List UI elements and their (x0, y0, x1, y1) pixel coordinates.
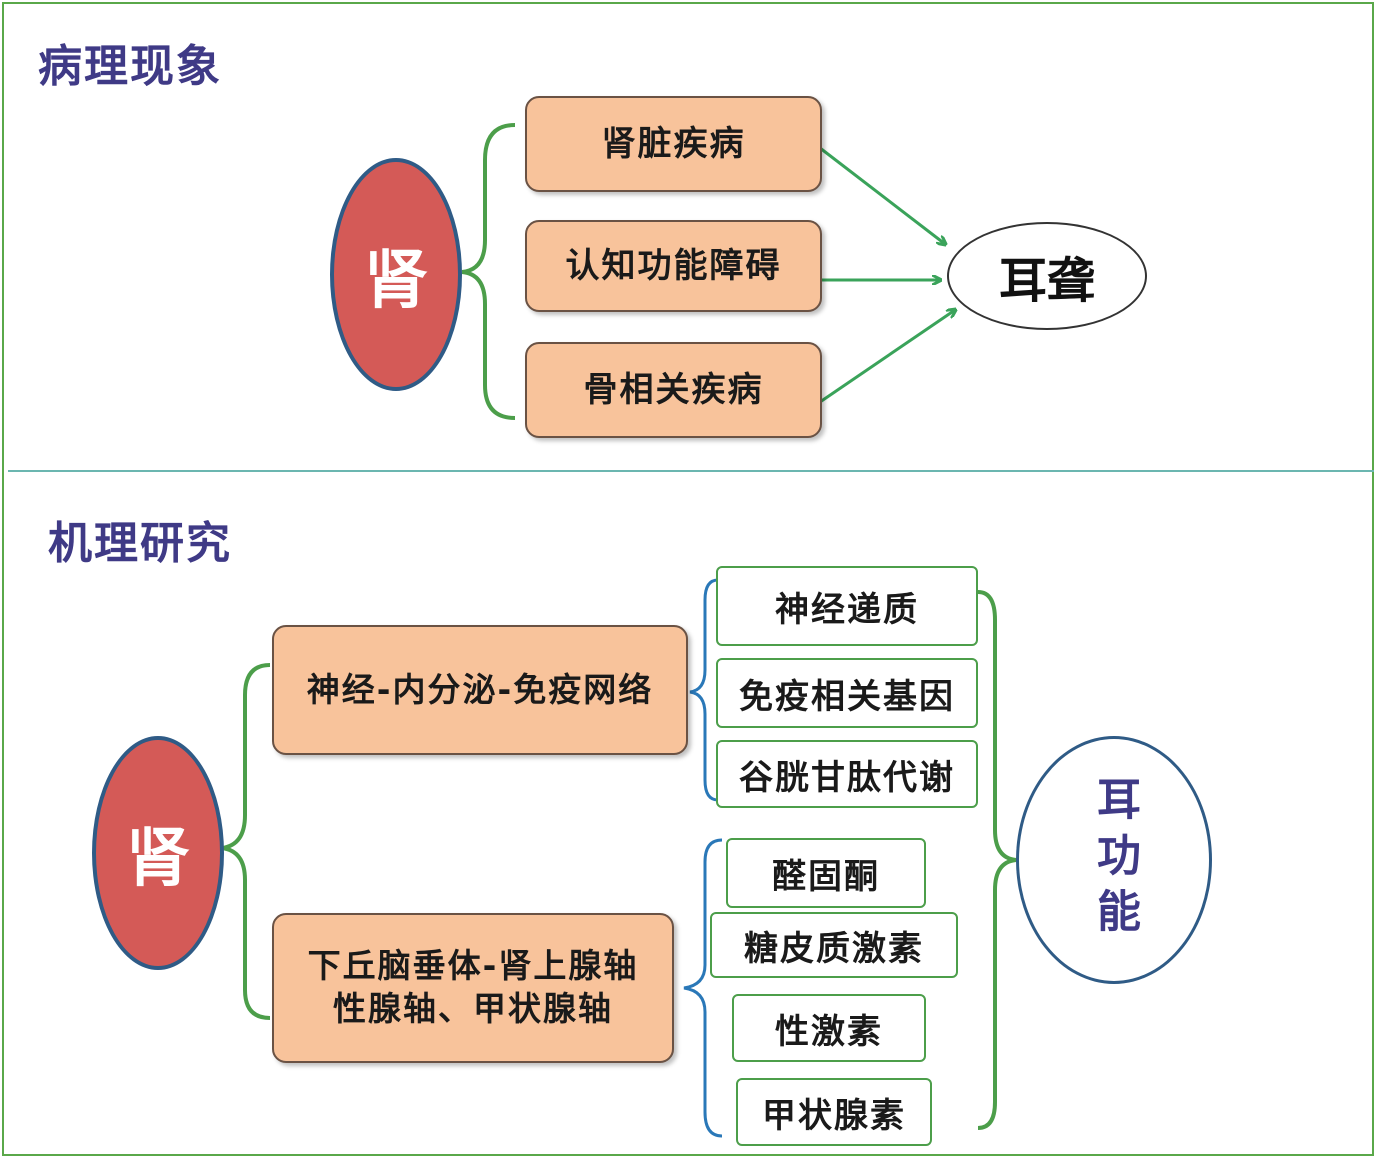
ear-function-label: 耳功能 (1089, 776, 1140, 944)
axis-bracket (683, 838, 723, 1138)
axis-line-1: 下丘脑垂体-肾上腺轴 (307, 946, 639, 986)
item-glucocorticoid: 糖皮质激素 (710, 912, 958, 978)
outcome-label: 耳聋 (998, 253, 1095, 309)
item-sex-hormone: 性激素 (732, 994, 926, 1062)
item-aldosterone: 醛固酮 (726, 838, 926, 908)
kidney-node-bottom: 肾 (92, 736, 224, 970)
mechanism-title: 机理研究 (48, 518, 232, 569)
arrow-bone (819, 310, 955, 404)
kidney-label: 肾 (364, 243, 428, 318)
pathology-title: 病理现象 (38, 41, 222, 92)
kidney-node-top: 肾 (330, 158, 462, 391)
kidney-label: 肾 (126, 822, 190, 896)
item-immune-genes: 免疫相关基因 (716, 658, 978, 728)
axis-line-2: 性腺轴、甲状腺轴 (332, 989, 613, 1028)
condition-kidney-disease: 肾脏疾病 (525, 96, 822, 192)
item-thyroxine: 甲状腺素 (736, 1078, 932, 1146)
outcome-deafness: 耳聋 (947, 222, 1147, 330)
function-bracket (977, 590, 1017, 1130)
arrow-kidney-disease (819, 146, 945, 244)
pathology-bracket (461, 123, 516, 420)
condition-bone: 骨相关疾病 (525, 342, 822, 438)
item-neurotransmitter: 神经递质 (716, 566, 978, 646)
axis-box: 下丘脑垂体-肾上腺轴 性腺轴、甲状腺轴 (272, 913, 674, 1063)
section-divider (8, 470, 1374, 472)
condition-cognitive: 认知功能障碍 (525, 220, 822, 312)
network-box: 神经-内分泌-免疫网络 (272, 625, 688, 755)
mechanism-bracket (221, 663, 271, 1020)
outcome-ear-function: 耳功能 (1016, 736, 1212, 984)
network-bracket (689, 578, 719, 802)
item-glutathione: 谷胱甘肽代谢 (716, 740, 978, 808)
